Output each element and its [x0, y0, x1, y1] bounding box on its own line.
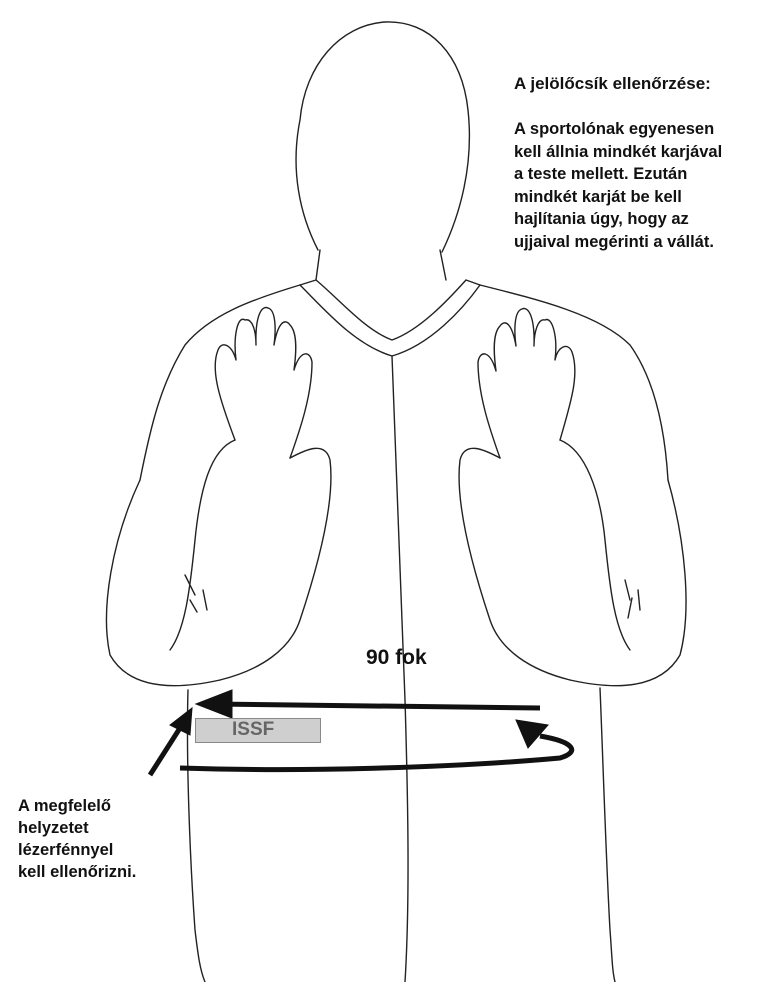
laser-note-line: helyzetet — [18, 817, 198, 839]
angle-arrow-head — [196, 690, 232, 718]
right-forearm — [560, 440, 630, 650]
loop-arrow-head — [516, 720, 548, 748]
instruction-line: mindkét karját be kell — [514, 186, 769, 209]
left-hand — [215, 307, 312, 458]
right-side — [600, 688, 615, 982]
angle-label: 90 fok — [366, 646, 427, 670]
laser-arrow-head — [170, 708, 192, 735]
left-forearm — [170, 440, 235, 650]
instruction-line: kell állnia mindkét karjával — [514, 141, 769, 164]
instruction-line: hajlítania úgy, hogy az — [514, 208, 769, 231]
issf-marker-strip: ISSF — [195, 718, 321, 743]
right-elbow — [570, 480, 686, 686]
instruction-line: A sportolónak egyenesen — [514, 118, 769, 141]
laser-note-line: lézerfénnyel — [18, 839, 198, 861]
laser-arrow-shaft — [150, 728, 180, 775]
title-heading: A jelölőcsík ellenőrzése: — [514, 74, 711, 94]
head-outline — [296, 22, 469, 252]
collar-outline — [300, 280, 480, 356]
instruction-line: a teste mellett. Ezután — [514, 163, 769, 186]
instruction-line: ujjaival megérinti a vállát. — [514, 231, 769, 254]
laser-note-line: kell ellenőrizni. — [18, 861, 198, 883]
right-hand — [478, 308, 575, 458]
instruction-text: A sportolónak egyenesen kell állnia mind… — [514, 118, 769, 253]
left-elbow — [107, 480, 220, 686]
angle-arrow-shaft — [212, 704, 540, 708]
laser-note: A megfelelő helyzetet lézerfénnyel kell … — [18, 795, 198, 883]
laser-note-line: A megfelelő — [18, 795, 198, 817]
neck-outline — [316, 250, 446, 280]
